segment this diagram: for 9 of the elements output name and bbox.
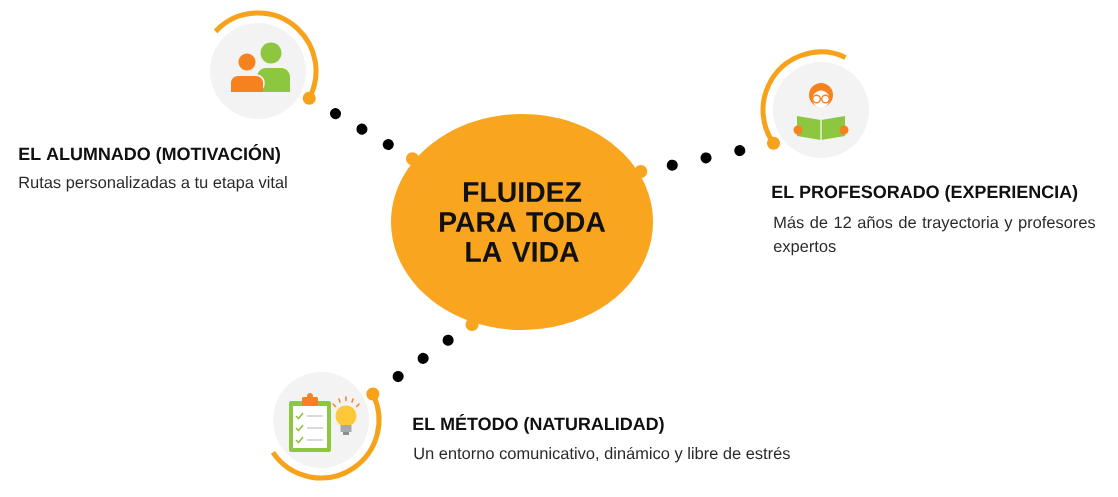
heading: EL MÉTODO (NATURALIDAD) bbox=[413, 414, 664, 434]
description: Un entorno comunicativo, dinámico y libre de estrés bbox=[414, 446, 790, 463]
dotted-connector bbox=[329, 108, 395, 151]
dotted-connector bbox=[392, 334, 454, 383]
dotted-connector bbox=[666, 145, 746, 171]
heading: EL PROFESORADO (EXPERIENCIA) bbox=[772, 185, 1078, 202]
description: Rutas personalizadas a tu etapa vital bbox=[19, 176, 287, 192]
description: Más de 12 años de trayectoria y profesores expertos bbox=[773, 215, 1096, 256]
heading: EL ALUMNADO (MOTIVACIÓN) bbox=[19, 144, 280, 164]
